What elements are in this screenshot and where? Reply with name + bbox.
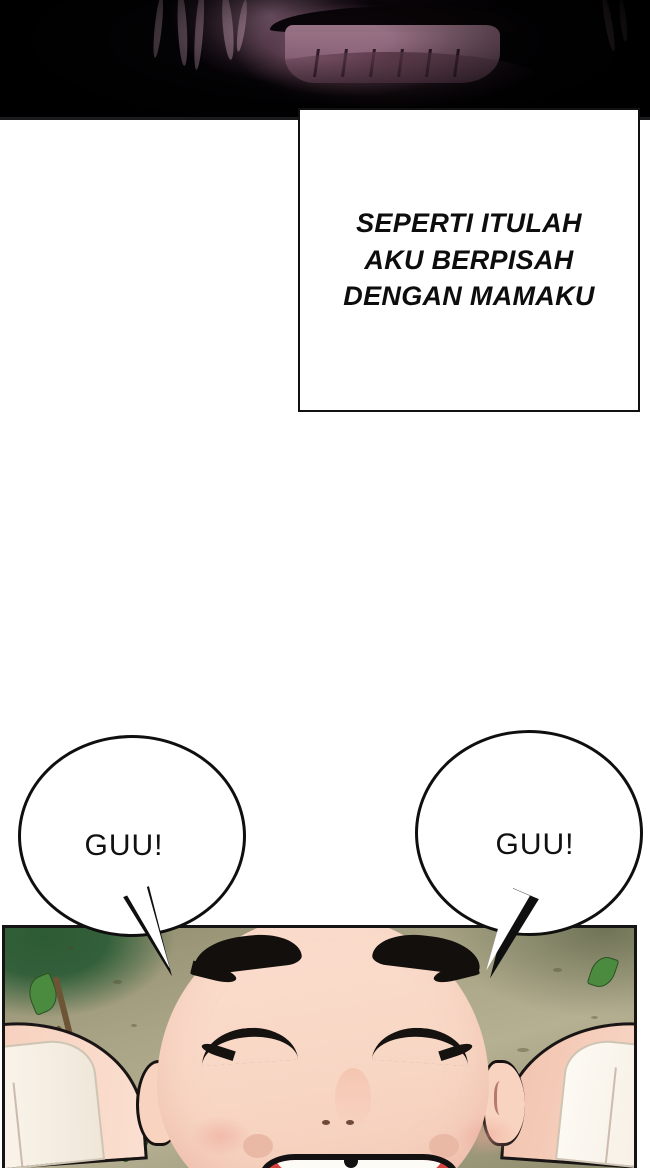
dirt-speck — [553, 968, 562, 972]
narration-caption-text: SEPERTI ITULAH AKU BERPISAH DENGAN MAMAK… — [343, 208, 595, 312]
speech-bubble-right-text: GUU! — [495, 828, 575, 861]
teeth-center-notch — [344, 1160, 358, 1168]
speech-bubble-left-text: GUU! — [84, 829, 164, 862]
right-cheek-blush — [457, 1116, 517, 1156]
narration-caption-box: SEPERTI ITULAH AKU BERPISAH DENGAN MAMAK… — [298, 108, 640, 412]
speech-bubble-left: GUU! — [18, 735, 246, 937]
upper-teeth — [276, 1160, 442, 1168]
right-nostril — [346, 1120, 354, 1125]
hair-strand-icon — [618, 0, 629, 43]
dirt-speck — [113, 980, 122, 984]
dark-closeup-panel — [0, 0, 650, 120]
hair-strand-icon — [600, 0, 618, 52]
dirt-speck — [517, 1048, 529, 1052]
dirt-speck — [131, 1024, 137, 1027]
left-cheek-blush — [191, 1116, 251, 1156]
right-lip-corner — [429, 1134, 459, 1158]
dirt-speck — [67, 946, 74, 950]
lower-lip-shadow — [240, 52, 540, 107]
left-nostril — [322, 1120, 330, 1125]
open-laughing-mouth — [260, 1154, 458, 1168]
nose — [335, 1068, 371, 1126]
dirt-speck — [591, 1016, 598, 1019]
speech-bubble-right: GUU! — [415, 730, 643, 936]
laughing-monk-panel — [2, 925, 637, 1168]
left-lip-corner — [243, 1134, 273, 1158]
